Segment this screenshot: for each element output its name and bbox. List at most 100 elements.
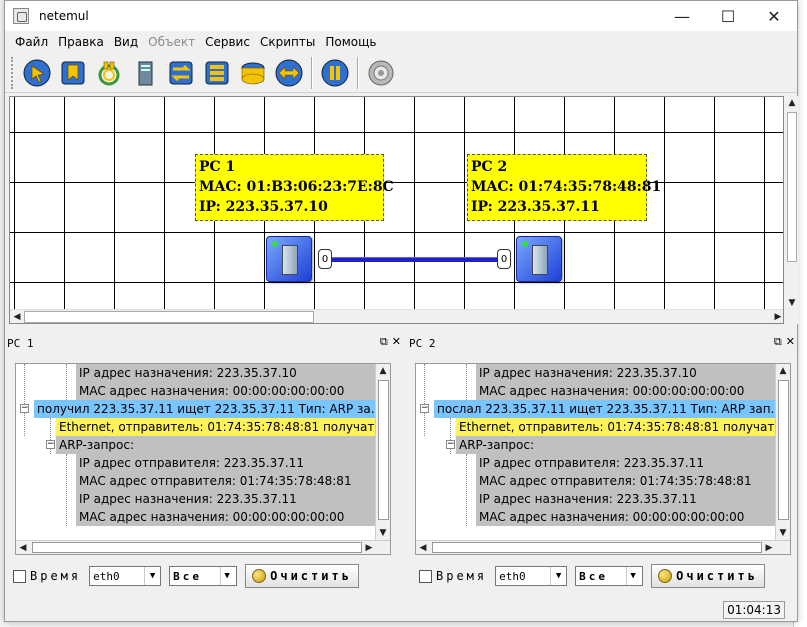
scroll-right-icon[interactable]: ▶: [365, 543, 373, 553]
canvas-horizontal-scrollbar[interactable]: ◀ ▶: [10, 309, 783, 323]
tree-horizontal-scrollbar[interactable]: ◀ ▶: [16, 540, 390, 554]
tree-vertical-scrollbar[interactable]: ▲ ▼: [375, 364, 390, 540]
collapse-icon[interactable]: −: [446, 439, 455, 449]
interface-select[interactable]: eth0 ▼: [495, 566, 568, 586]
tree-row-selected[interactable]: получил 223.35.37.11 ищет 223.35.37.11 Т…: [34, 400, 376, 418]
interface-select[interactable]: eth0 ▼: [89, 566, 162, 586]
scroll-left-icon[interactable]: ◀: [13, 312, 21, 322]
menu-service[interactable]: Сервис: [205, 35, 250, 49]
tree-row[interactable]: ARP-запрос:: [56, 436, 376, 454]
maximize-button[interactable]: ☐: [720, 6, 736, 26]
switch-icon: [169, 61, 193, 84]
scroll-left-icon[interactable]: ◀: [419, 543, 427, 553]
scroll-thumb[interactable]: [32, 542, 362, 553]
filter-select[interactable]: Все ▼: [169, 566, 238, 586]
title-bar[interactable]: netemul — ☐ ✕: [5, 1, 797, 31]
tree-row[interactable]: IP адрес назначения: 223.35.37.11: [476, 490, 776, 508]
interface-value: eth0: [93, 569, 120, 583]
tree-row[interactable]: IP адрес отправителя: 223.35.37.11: [476, 454, 776, 472]
close-icon[interactable]: ✕: [785, 335, 795, 348]
tree-row[interactable]: IP адрес назначения: 223.35.37.11: [76, 490, 376, 508]
tree-row[interactable]: ARP-запрос:: [456, 436, 776, 454]
panel-controls: Время eth0 ▼ Все ▼ Очистить: [419, 563, 765, 589]
scroll-thumb[interactable]: [787, 112, 797, 262]
port-label[interactable]: 0: [318, 249, 332, 269]
scroll-thumb[interactable]: [778, 380, 789, 520]
select-tool-button[interactable]: [21, 57, 53, 89]
close-icon[interactable]: ✕: [391, 335, 401, 348]
tree-row[interactable]: IP адрес назначения: 223.35.37.10: [476, 364, 776, 382]
tree-row[interactable]: MAC адрес назначения: 00:00:00:00:00:00: [76, 382, 376, 400]
float-icon[interactable]: ⧉: [379, 335, 388, 348]
tree-horizontal-scrollbar[interactable]: ◀ ▶: [416, 540, 790, 554]
network-cable[interactable]: [330, 257, 504, 262]
scroll-down-icon[interactable]: ▼: [379, 528, 387, 538]
switch-tool-button[interactable]: [165, 57, 197, 89]
network-canvas[interactable]: PC 1 MAC: 01:B3:06:23:7E:8C IP: 223.35.3…: [9, 96, 784, 324]
note-tool-button[interactable]: [57, 57, 89, 89]
tree-row[interactable]: Ethernet, отправитель: 01:74:35:78:48:81…: [456, 418, 776, 436]
scroll-down-icon[interactable]: ▼: [788, 298, 796, 308]
tree-row[interactable]: Ethernet, отправитель: 01:74:35:78:48:81…: [56, 418, 376, 436]
clear-button[interactable]: Очистить: [651, 564, 765, 588]
tree-vertical-scrollbar[interactable]: ▲ ▼: [775, 364, 790, 540]
hub-tool-button[interactable]: [201, 57, 233, 89]
computer-tool-button[interactable]: [129, 57, 161, 89]
pause-button[interactable]: [319, 57, 351, 89]
tree-row[interactable]: MAC адрес назначения: 00:00:00:00:00:00: [76, 508, 376, 526]
tree-row[interactable]: MAC адрес отправителя: 01:74:35:78:48:81: [476, 472, 776, 490]
router-tool-button[interactable]: [237, 57, 269, 89]
time-checkbox[interactable]: [419, 569, 432, 583]
panel-title: PC 2: [409, 336, 436, 350]
scroll-right-icon[interactable]: ▶: [765, 543, 773, 553]
menu-scripts[interactable]: Скрипты: [259, 35, 316, 49]
menu-view[interactable]: Вид: [113, 35, 139, 49]
scroll-up-icon[interactable]: ▲: [788, 98, 796, 108]
chevron-down-icon[interactable]: ▼: [144, 567, 160, 585]
tree-row[interactable]: MAC адрес назначения: 00:00:00:00:00:00: [476, 508, 776, 526]
menu-object[interactable]: Объект: [148, 35, 196, 49]
tree-row[interactable]: IP адрес отправителя: 223.35.37.11: [76, 454, 376, 472]
collapse-icon[interactable]: −: [46, 439, 55, 449]
computer-pc1[interactable]: [266, 236, 312, 282]
filter-select[interactable]: Все ▼: [575, 566, 644, 586]
float-icon[interactable]: ⧉: [773, 335, 782, 348]
device-label-pc2[interactable]: PC 2 MAC: 01:74:35:78:48:81 IP: 223.35.3…: [467, 154, 661, 221]
time-label: Время: [436, 569, 488, 583]
exchange-tool-button[interactable]: [273, 57, 305, 89]
scroll-down-icon[interactable]: ▼: [779, 528, 787, 538]
tree-row-selected[interactable]: послал 223.35.37.11 ищет 223.35.37.11 Ти…: [434, 400, 776, 418]
tree-row[interactable]: IP адрес назначения: 223.35.37.10: [76, 364, 376, 382]
canvas-vertical-scrollbar[interactable]: ▲ ▼: [785, 96, 799, 324]
scroll-left-icon[interactable]: ◀: [19, 543, 27, 553]
time-checkbox[interactable]: [13, 569, 26, 583]
chevron-down-icon[interactable]: ▼: [626, 567, 642, 585]
menu-edit[interactable]: Правка: [58, 35, 104, 49]
clear-button[interactable]: Очистить: [245, 564, 359, 588]
port-label[interactable]: 0: [497, 249, 511, 269]
menu-help[interactable]: Помощь: [325, 35, 377, 49]
computer-pc2[interactable]: [516, 236, 562, 282]
packet-tree[interactable]: IP адрес назначения: 223.35.37.10 MAC ад…: [15, 363, 391, 555]
tree-row[interactable]: MAC адрес назначения: 00:00:00:00:00:00: [476, 382, 776, 400]
tree-row[interactable]: MAC адрес отправителя: 01:74:35:78:48:81: [76, 472, 376, 490]
packet-tree[interactable]: IP адрес назначения: 223.35.37.10 MAC ад…: [415, 363, 791, 555]
scroll-up-icon[interactable]: ▲: [779, 366, 787, 376]
minimize-button[interactable]: —: [674, 6, 690, 26]
settings-button[interactable]: [365, 57, 397, 89]
scroll-up-icon[interactable]: ▲: [379, 366, 387, 376]
chevron-down-icon[interactable]: ▼: [220, 567, 236, 585]
collapse-icon[interactable]: −: [420, 403, 429, 413]
panel-header: PC 2 ⧉ ✕: [407, 335, 797, 351]
device-label-pc1[interactable]: PC 1 MAC: 01:B3:06:23:7E:8C IP: 223.35.3…: [195, 154, 394, 221]
scroll-right-icon[interactable]: ▶: [774, 312, 782, 322]
scroll-thumb[interactable]: [432, 542, 762, 553]
menu-file[interactable]: Файл: [15, 35, 49, 49]
chevron-down-icon[interactable]: ▼: [550, 567, 566, 585]
toolbar-grip[interactable]: [11, 56, 17, 89]
close-button[interactable]: ✕: [767, 6, 781, 26]
collapse-icon[interactable]: −: [20, 403, 29, 413]
scroll-thumb[interactable]: [378, 380, 389, 520]
scroll-thumb[interactable]: [24, 311, 314, 323]
cable-tool-button[interactable]: [93, 57, 125, 89]
